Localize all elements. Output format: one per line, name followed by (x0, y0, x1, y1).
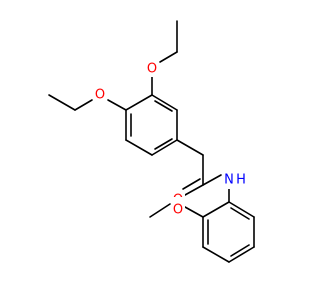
label-mask (145, 61, 159, 77)
ring-methoxyphenyl (202, 201, 255, 263)
label-mask (93, 87, 107, 103)
atom-o-upper: O (147, 62, 157, 77)
carbonyl-bond (182, 178, 201, 190)
bond (107, 99, 127, 111)
bond (184, 206, 204, 218)
atom-n-amide: N (224, 173, 234, 188)
bond (74, 99, 93, 111)
atom-o-methoxy: O (173, 203, 183, 218)
bond (125, 139, 153, 156)
bond (176, 139, 204, 156)
bond (149, 203, 171, 218)
bond (228, 246, 255, 263)
label-mask (171, 197, 185, 213)
double-bond-inner (230, 244, 250, 257)
bond (159, 51, 178, 63)
atom-o-left: O (95, 88, 105, 103)
label-mask (222, 173, 236, 189)
bond (202, 201, 230, 218)
bond (125, 94, 153, 111)
bond (48, 94, 76, 111)
molecule-diagram: O O O N H (48, 20, 255, 263)
structure-drawing: O O O N H (48, 20, 255, 263)
double-bond-inner (154, 100, 173, 112)
ethoxy-left: O (48, 87, 127, 111)
ring-diethoxyphenyl (125, 94, 178, 156)
methoxy-group: O (149, 197, 204, 218)
double-bond-inner (230, 207, 250, 220)
carbonyl-bond (184, 184, 204, 196)
bond (151, 94, 178, 111)
atom-h-amide: H (236, 173, 246, 188)
bond (202, 246, 230, 263)
bond (151, 139, 178, 156)
bond (228, 201, 255, 218)
ethoxy-upper: O (145, 20, 178, 96)
bond (202, 174, 222, 186)
double-bond-inner (154, 138, 173, 150)
